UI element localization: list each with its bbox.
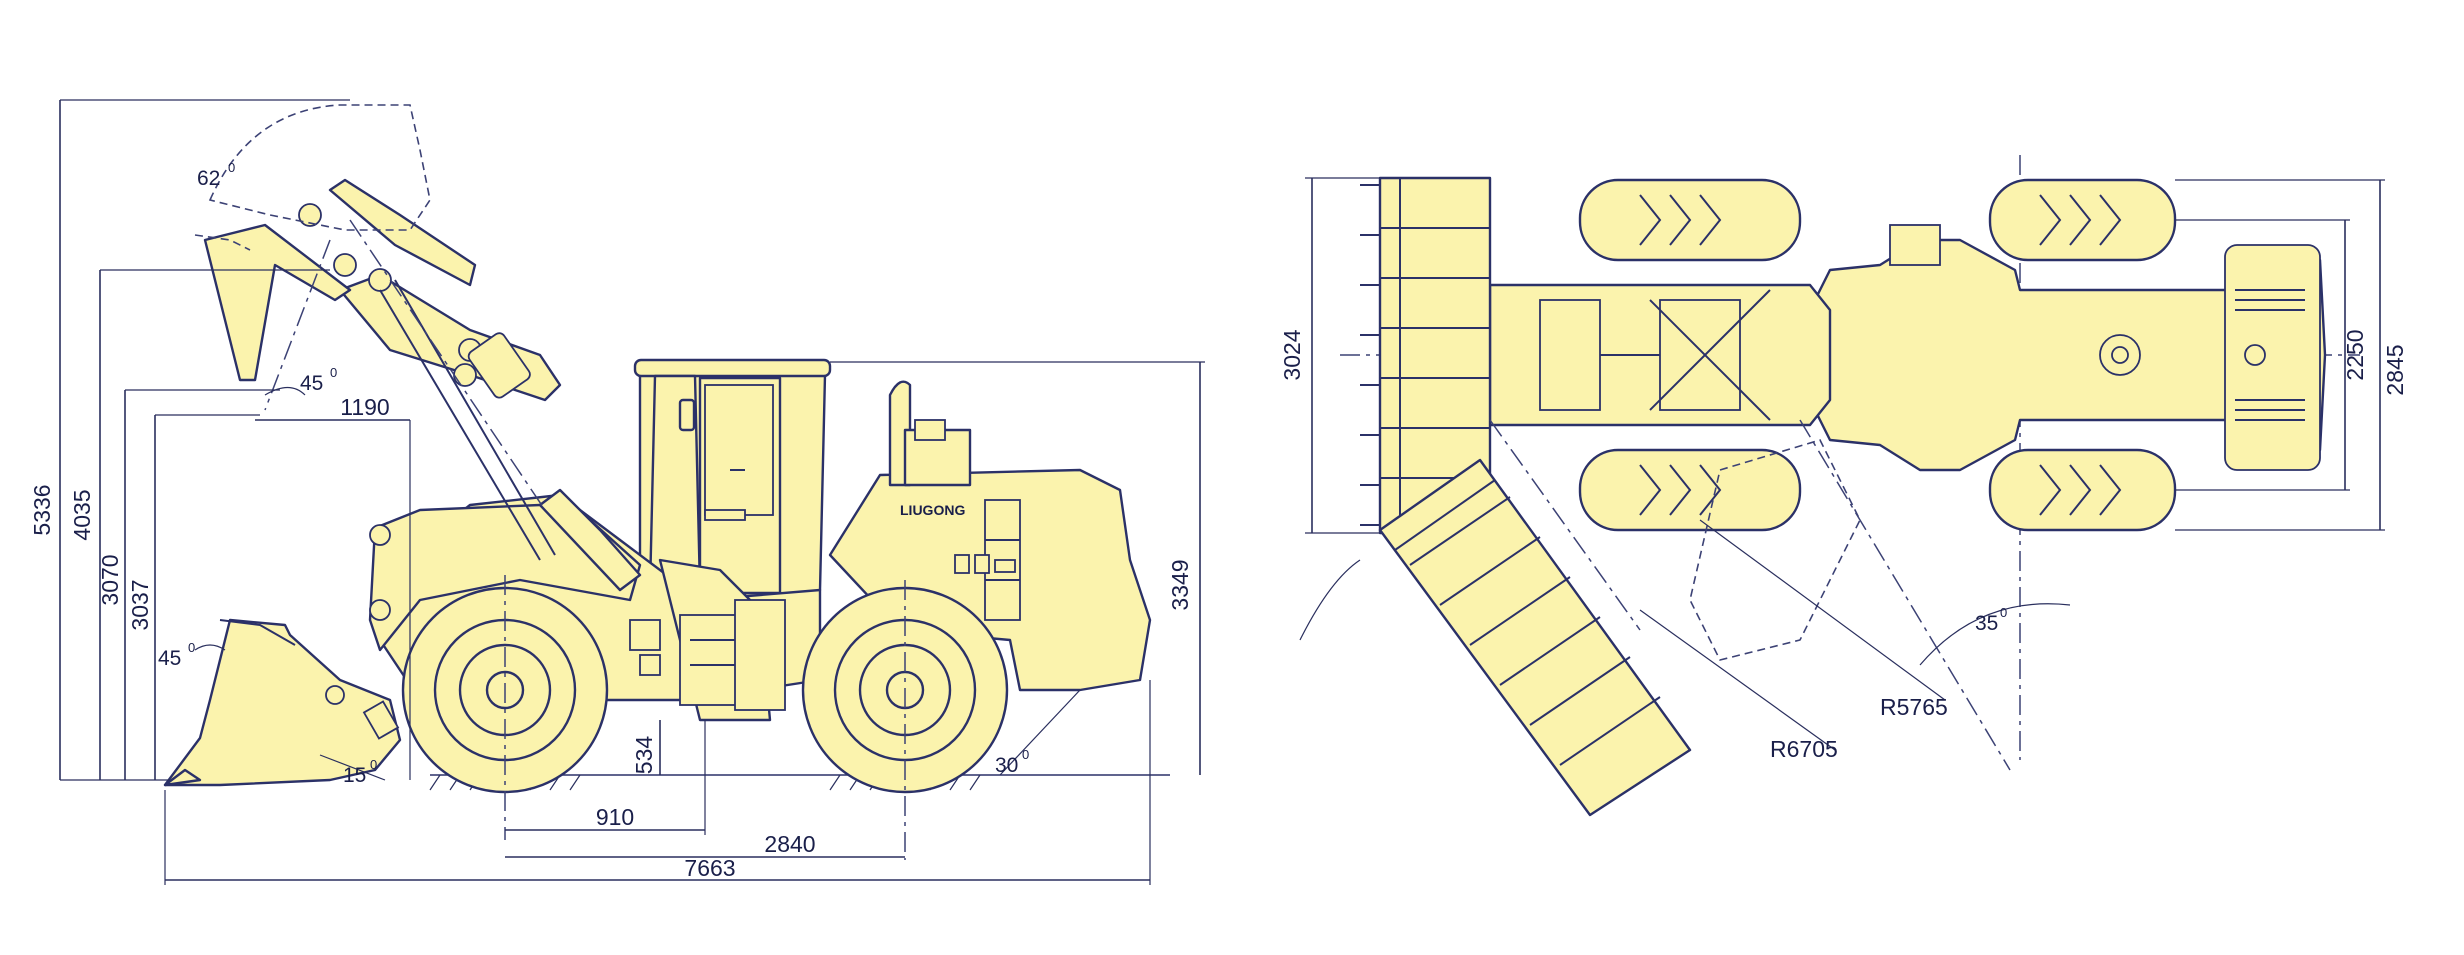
svg-text:0: 0 <box>228 160 235 175</box>
svg-text:0: 0 <box>1022 747 1029 762</box>
dim-overall-width: 2845 <box>2382 344 2408 395</box>
dim-overall-height-raised: 5336 <box>29 484 55 535</box>
svg-text:0: 0 <box>370 757 377 772</box>
cab <box>633 358 832 602</box>
side-angles: 62 0 45 0 45 0 15 0 30 0 <box>158 160 1081 787</box>
svg-text:0: 0 <box>188 640 195 655</box>
dim-outer-turning-radius: R6705 <box>1770 736 1838 762</box>
rear-body: LIUGONG <box>828 380 1152 692</box>
svg-text:0: 0 <box>2000 605 2007 620</box>
angle-approach: 15 0 <box>319 754 386 787</box>
dim-bucket-width: 3024 <box>1279 329 1305 380</box>
svg-text:62: 62 <box>197 167 220 190</box>
top-rear-frame <box>1808 224 2327 472</box>
side-view: LIUGONG <box>29 99 1205 885</box>
raised-linkage <box>194 104 562 561</box>
dim-wheelbase: 2840 <box>764 831 815 857</box>
angle-departure: 30 0 <box>995 689 1081 777</box>
dim-tread-width: 2250 <box>2342 329 2368 380</box>
top-dims: 3024 2250 2845 <box>1279 177 2408 534</box>
dim-dump-clearance: 3070 <box>97 554 123 605</box>
top-articulated-frame-ghost <box>1689 439 1861 661</box>
angle-rollback-raised: 62 0 <box>197 160 235 190</box>
top-rear-tyres <box>1988 178 2177 532</box>
svg-text:35: 35 <box>1975 612 1998 635</box>
side-vertical-dims: 5336 4035 3070 3037 3349 <box>29 99 1205 781</box>
dim-overall-length: 7663 <box>684 855 735 881</box>
angle-rollback-ground: 45 0 <box>158 640 226 670</box>
top-view: R5765 R6705 35 0 3024 2250 2845 <box>1279 155 2408 817</box>
angle-dump: 45 0 <box>264 365 337 396</box>
dim-hinge-pin-height: 4035 <box>69 489 95 540</box>
dim-inner-turning-radius: R5765 <box>1880 694 1948 720</box>
dim-dump-clearance-alt: 3037 <box>127 579 153 630</box>
top-bucket-articulated <box>1378 419 1692 817</box>
top-front-tyres <box>1578 178 1802 532</box>
angle-articulation: 35 0 <box>1799 419 2071 771</box>
front-wheel <box>401 575 609 840</box>
dim-cab-height: 3349 <box>1167 559 1193 610</box>
top-front-frame <box>1488 283 1832 427</box>
side-horizontal-dims: 1190 534 910 2840 7663 <box>164 394 1151 885</box>
svg-text:45: 45 <box>300 372 323 395</box>
dim-front-axle-to-pin: 910 <box>596 804 634 830</box>
svg-text:15: 15 <box>343 764 366 787</box>
svg-text:45: 45 <box>158 647 181 670</box>
svg-text:30: 30 <box>995 754 1018 777</box>
dim-dump-reach: 1190 <box>340 394 389 420</box>
turning-radii: R5765 R6705 <box>1299 519 1948 762</box>
dim-ground-clearance: 534 <box>631 736 657 775</box>
rear-wheel <box>801 580 1009 860</box>
bucket-lowered <box>163 618 402 787</box>
svg-text:0: 0 <box>330 365 337 380</box>
brand-label: LIUGONG <box>900 502 965 518</box>
